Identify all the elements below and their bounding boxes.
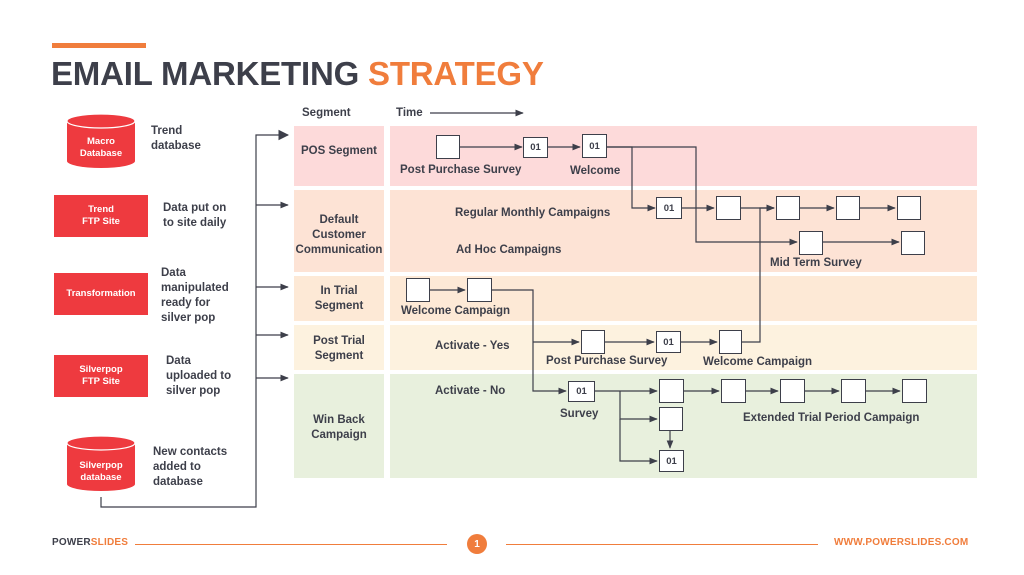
band-default-label — [294, 190, 384, 272]
footer-line-right — [506, 544, 818, 545]
label-post-purchase-survey-2: Post Purchase Survey — [546, 355, 668, 367]
silverpop-database-label: Silverpop database — [79, 460, 123, 483]
band-pos-label — [294, 126, 384, 186]
flow-node — [467, 278, 492, 302]
label-regular-monthly: Regular Monthly Campaigns — [455, 207, 611, 219]
segment-label-winback: Win Back Campaign — [311, 414, 367, 441]
label-welcome-campaign: Welcome Campaign — [401, 305, 511, 317]
segment-label-default: Default Customer Communication — [295, 213, 383, 256]
flow-node-01: 01 — [656, 331, 681, 353]
footer-url: WWW.POWERSLIDES.COM — [834, 537, 969, 548]
flow-node — [436, 135, 460, 159]
flow-node — [721, 379, 746, 403]
label-extended-trial: Extended Trial Period Campaign — [743, 412, 920, 424]
flow-node — [836, 196, 860, 220]
silverpop-database-cylinder — [66, 435, 136, 491]
title-highlight: STRATEGY — [368, 55, 544, 92]
label-activate-yes: Activate - Yes — [435, 340, 510, 352]
macro-database-label: Macro Database — [79, 136, 123, 159]
source-desc-data-manipulated: Data manipulated ready for silver pop — [161, 267, 229, 324]
segment-header: Segment — [302, 107, 351, 119]
segment-label-intrial: In Trial Segment — [314, 284, 364, 312]
footer-line-left — [135, 544, 447, 545]
flow-node-01: 01 — [656, 197, 682, 219]
band-intrial-label — [294, 276, 384, 321]
band-pos-area — [390, 126, 977, 186]
flow-node — [776, 196, 800, 220]
flow-node — [799, 231, 823, 255]
label-ad-hoc: Ad Hoc Campaigns — [456, 244, 562, 256]
transformation-box: Transformation — [54, 273, 148, 315]
flow-node — [581, 330, 605, 354]
flow-node — [901, 231, 925, 255]
footer-brand-power: POWER — [52, 537, 91, 548]
flow-node — [897, 196, 921, 220]
flow-node — [659, 407, 683, 431]
source-desc-trend-database: Trend database — [151, 125, 201, 152]
source-desc-data-put-on-site: Data put on to site daily — [163, 202, 227, 229]
flow-node-01: 01 — [568, 381, 595, 402]
page-number: 1 — [467, 534, 487, 554]
flow-node — [406, 278, 430, 302]
flow-node-01: 01 — [659, 450, 684, 472]
band-posttrial-label — [294, 325, 384, 370]
flow-node-01: 01 — [582, 134, 607, 158]
title-accent-bar — [52, 43, 146, 48]
label-welcome-campaign-2: Welcome Campaign — [703, 356, 813, 368]
flow-node — [841, 379, 866, 403]
label-post-purchase-survey: Post Purchase Survey — [400, 164, 522, 176]
band-default-area — [390, 190, 977, 272]
source-desc-new-contacts: New contacts added to database — [153, 446, 228, 488]
label-mid-term-survey: Mid Term Survey — [770, 257, 862, 269]
band-winback-label — [294, 374, 384, 478]
flow-node — [780, 379, 805, 403]
band-posttrial-area — [390, 325, 977, 370]
segment-label-posttrial: Post Trial Segment — [313, 335, 365, 362]
trend-ftp-site-box: Trend FTP Site — [54, 195, 148, 237]
silverpop-ftp-site-box: Silverpop FTP Site — [54, 355, 148, 397]
footer-brand-slides: SLIDES — [90, 537, 129, 548]
flow-node-01: 01 — [523, 137, 548, 158]
label-activate-no: Activate - No — [435, 385, 506, 397]
label-survey: Survey — [560, 408, 599, 420]
segment-label-pos: POS Segment — [300, 144, 378, 157]
title-main: EMAIL MARKETING — [51, 55, 360, 92]
flow-node — [902, 379, 927, 403]
source-desc-data-uploaded: Data uploaded to silver pop — [166, 355, 232, 397]
time-header: Time — [396, 107, 423, 119]
page-title: EMAIL MARKETING STRATEGY — [51, 55, 544, 93]
flow-node — [719, 330, 742, 354]
footer-brand: POWERSLIDES — [52, 537, 128, 548]
flow-node — [659, 379, 684, 403]
label-welcome: Welcome — [570, 165, 621, 177]
macro-database-cylinder — [66, 113, 136, 168]
flow-node — [716, 196, 741, 220]
